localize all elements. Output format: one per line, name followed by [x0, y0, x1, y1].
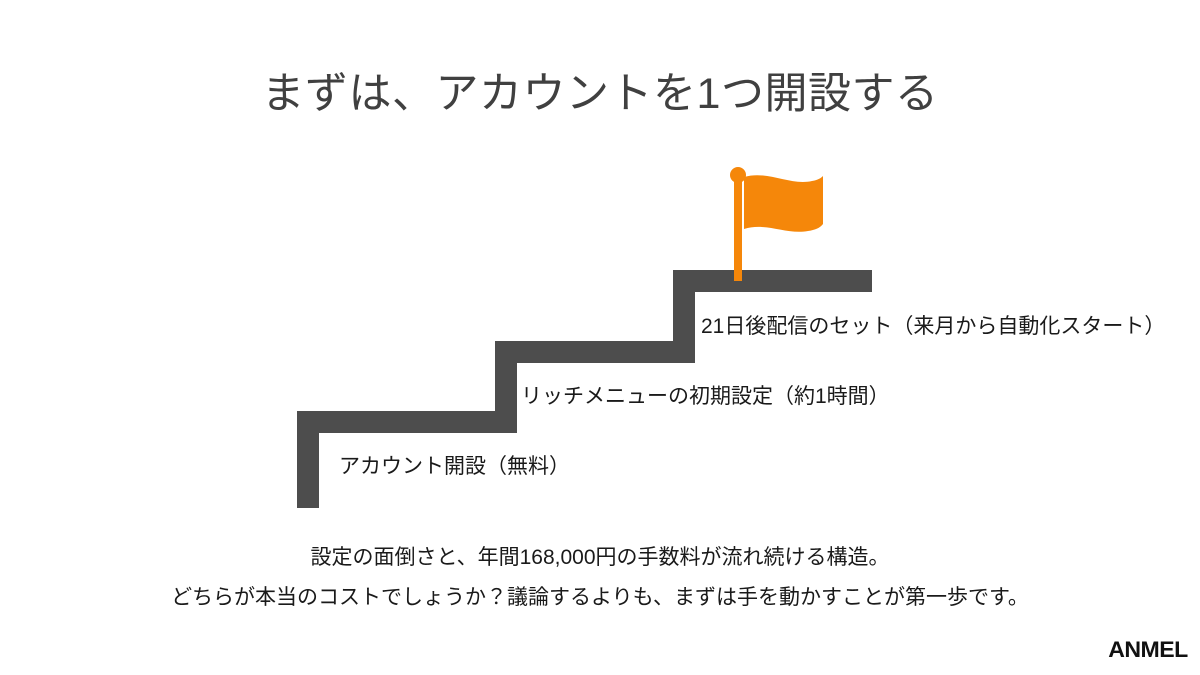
step-label-3: 21日後配信のセット（来月から自動化スタート） [701, 315, 1166, 338]
flag-banner-icon [744, 175, 823, 232]
footer-line-1: 設定の面倒さと、年間168,000円の手数料が流れ続ける構造。 [310, 546, 890, 569]
brand-logo: ANMEL [1108, 637, 1188, 662]
step-label-2: リッチメニューの初期設定（約1時間） [521, 385, 890, 408]
footer-line-2: どちらが本当のコストでしょうか？議論するよりも、まずは手を動かすことが第一歩です… [171, 586, 1029, 609]
step-label-1: アカウント開設（無料） [339, 455, 570, 478]
footer-message: 設定の面倒さと、年間168,000円の手数料が流れ続ける構造。 どちらが本当のコ… [0, 538, 1200, 618]
flag-pole [734, 178, 742, 281]
page-title: まずは、アカウントを1つ開設する [261, 70, 939, 118]
flag-finial-icon [730, 167, 746, 183]
